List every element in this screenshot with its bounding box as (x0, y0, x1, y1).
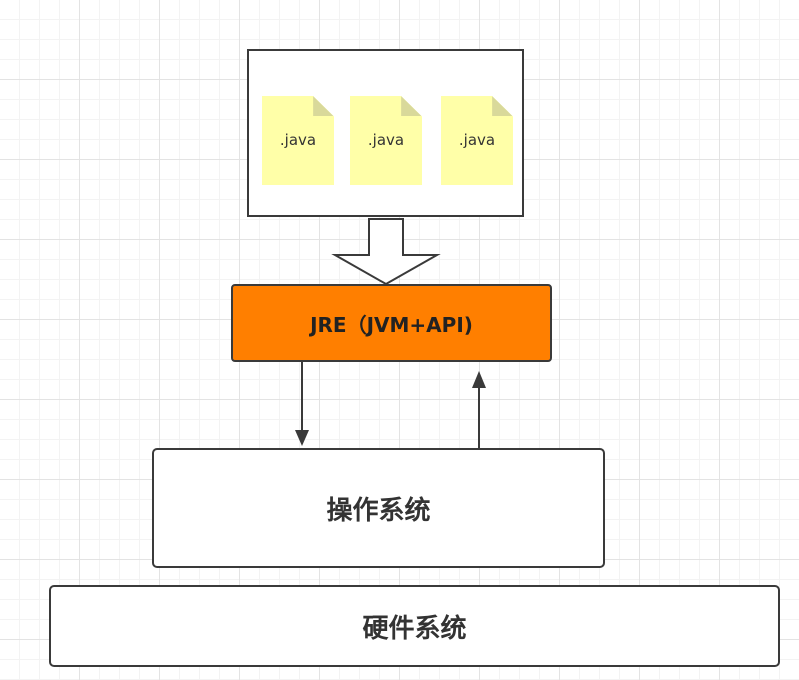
java-file-2: .java (350, 96, 422, 185)
jre-label: JRE（JVM+API) (310, 312, 473, 337)
java-file-label: .java (279, 131, 317, 149)
compile-block-arrow (331, 218, 441, 286)
java-file-3: .java (441, 96, 513, 185)
jre-box: JRE（JVM+API) (231, 284, 552, 362)
java-file-1: .java (262, 96, 334, 185)
file-fold-icon (492, 96, 513, 117)
source-files-container: .java .java .java (247, 49, 524, 217)
java-file-label: .java (367, 131, 405, 149)
os-label: 操作系统 (326, 495, 431, 526)
operating-system-box: 操作系统 (152, 448, 605, 568)
hardware-system-box: 硬件系统 (49, 585, 780, 667)
file-fold-icon (401, 96, 422, 117)
up-arrow-head (472, 371, 486, 388)
down-arrow-head (295, 430, 309, 446)
file-fold-icon (313, 96, 334, 117)
hardware-label: 硬件系统 (362, 613, 467, 644)
java-file-label: .java (458, 131, 496, 149)
